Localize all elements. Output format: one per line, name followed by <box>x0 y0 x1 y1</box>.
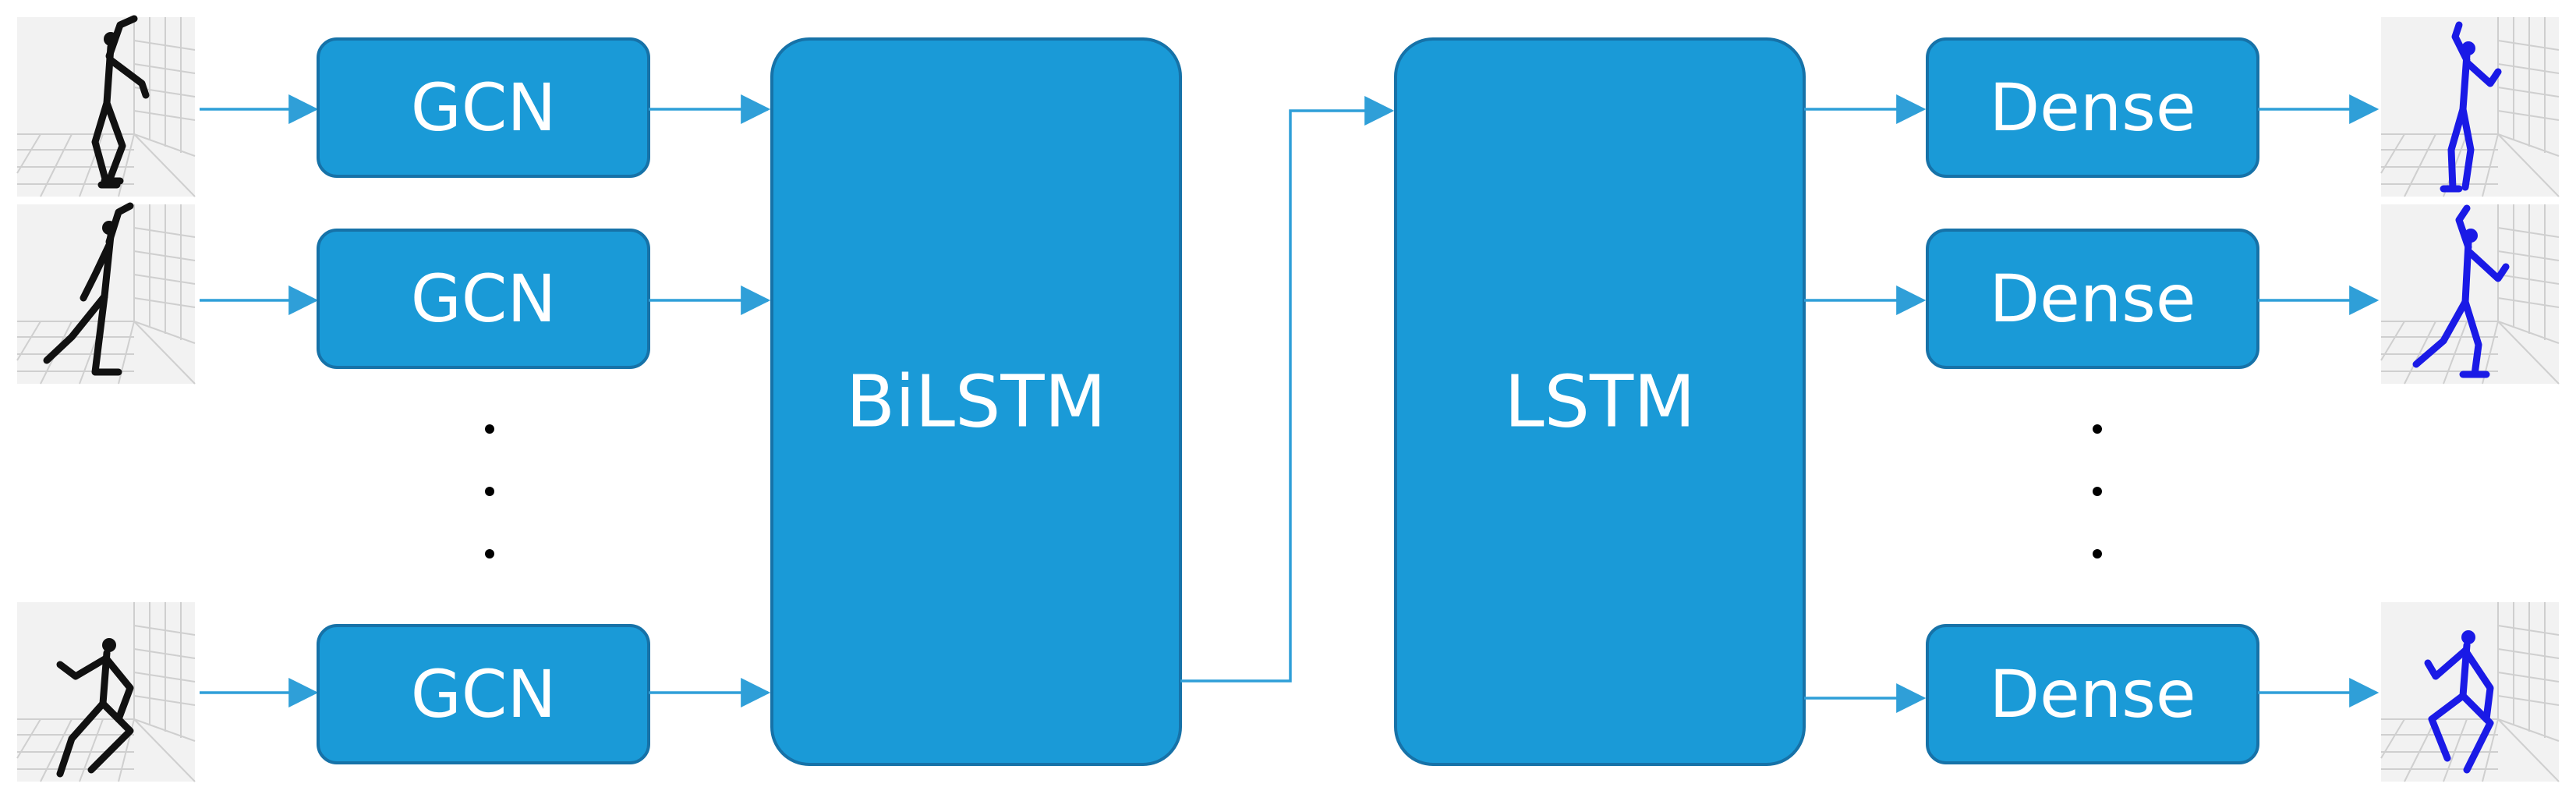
skeleton-pose-icon <box>2424 630 2494 774</box>
gcn-label: GCN <box>411 261 557 337</box>
lstm-label: LSTM <box>1504 360 1695 444</box>
gcn-box-2: GCN <box>317 229 650 369</box>
dense-box-1: Dense <box>1926 37 2259 178</box>
gcn-box-1: GCN <box>317 37 650 178</box>
input-pose-2 <box>16 202 196 385</box>
input-pose-3 <box>16 601 196 782</box>
dense-label: Dense <box>1989 261 2196 337</box>
skeleton-pose-icon <box>2440 21 2502 193</box>
input-pose-1 <box>16 15 196 197</box>
bilstm-box: BiLSTM <box>770 37 1182 766</box>
dense-box-2: Dense <box>1926 229 2259 369</box>
skeleton-pose-icon <box>43 202 134 376</box>
output-pose-2 <box>2380 204 2560 385</box>
arrow-bilstm-to-lstm <box>1180 96 1395 683</box>
bilstm-label: BiLSTM <box>846 360 1106 444</box>
gcn-label: GCN <box>411 656 557 732</box>
dense-label: Dense <box>1989 69 2196 146</box>
gcn-label: GCN <box>411 69 557 146</box>
lstm-box: LSTM <box>1394 37 1806 766</box>
output-pose-3 <box>2380 601 2560 782</box>
dense-box-3: Dense <box>1926 624 2259 764</box>
gcn-box-3: GCN <box>317 624 650 764</box>
skeleton-pose-icon <box>91 15 150 189</box>
dense-label: Dense <box>1989 656 2196 732</box>
skeleton-pose-icon <box>56 638 134 778</box>
output-pose-1 <box>2380 16 2560 197</box>
ellipsis-right <box>2093 424 2102 558</box>
ellipsis-left <box>485 424 494 558</box>
skeleton-pose-icon <box>2412 204 2510 378</box>
